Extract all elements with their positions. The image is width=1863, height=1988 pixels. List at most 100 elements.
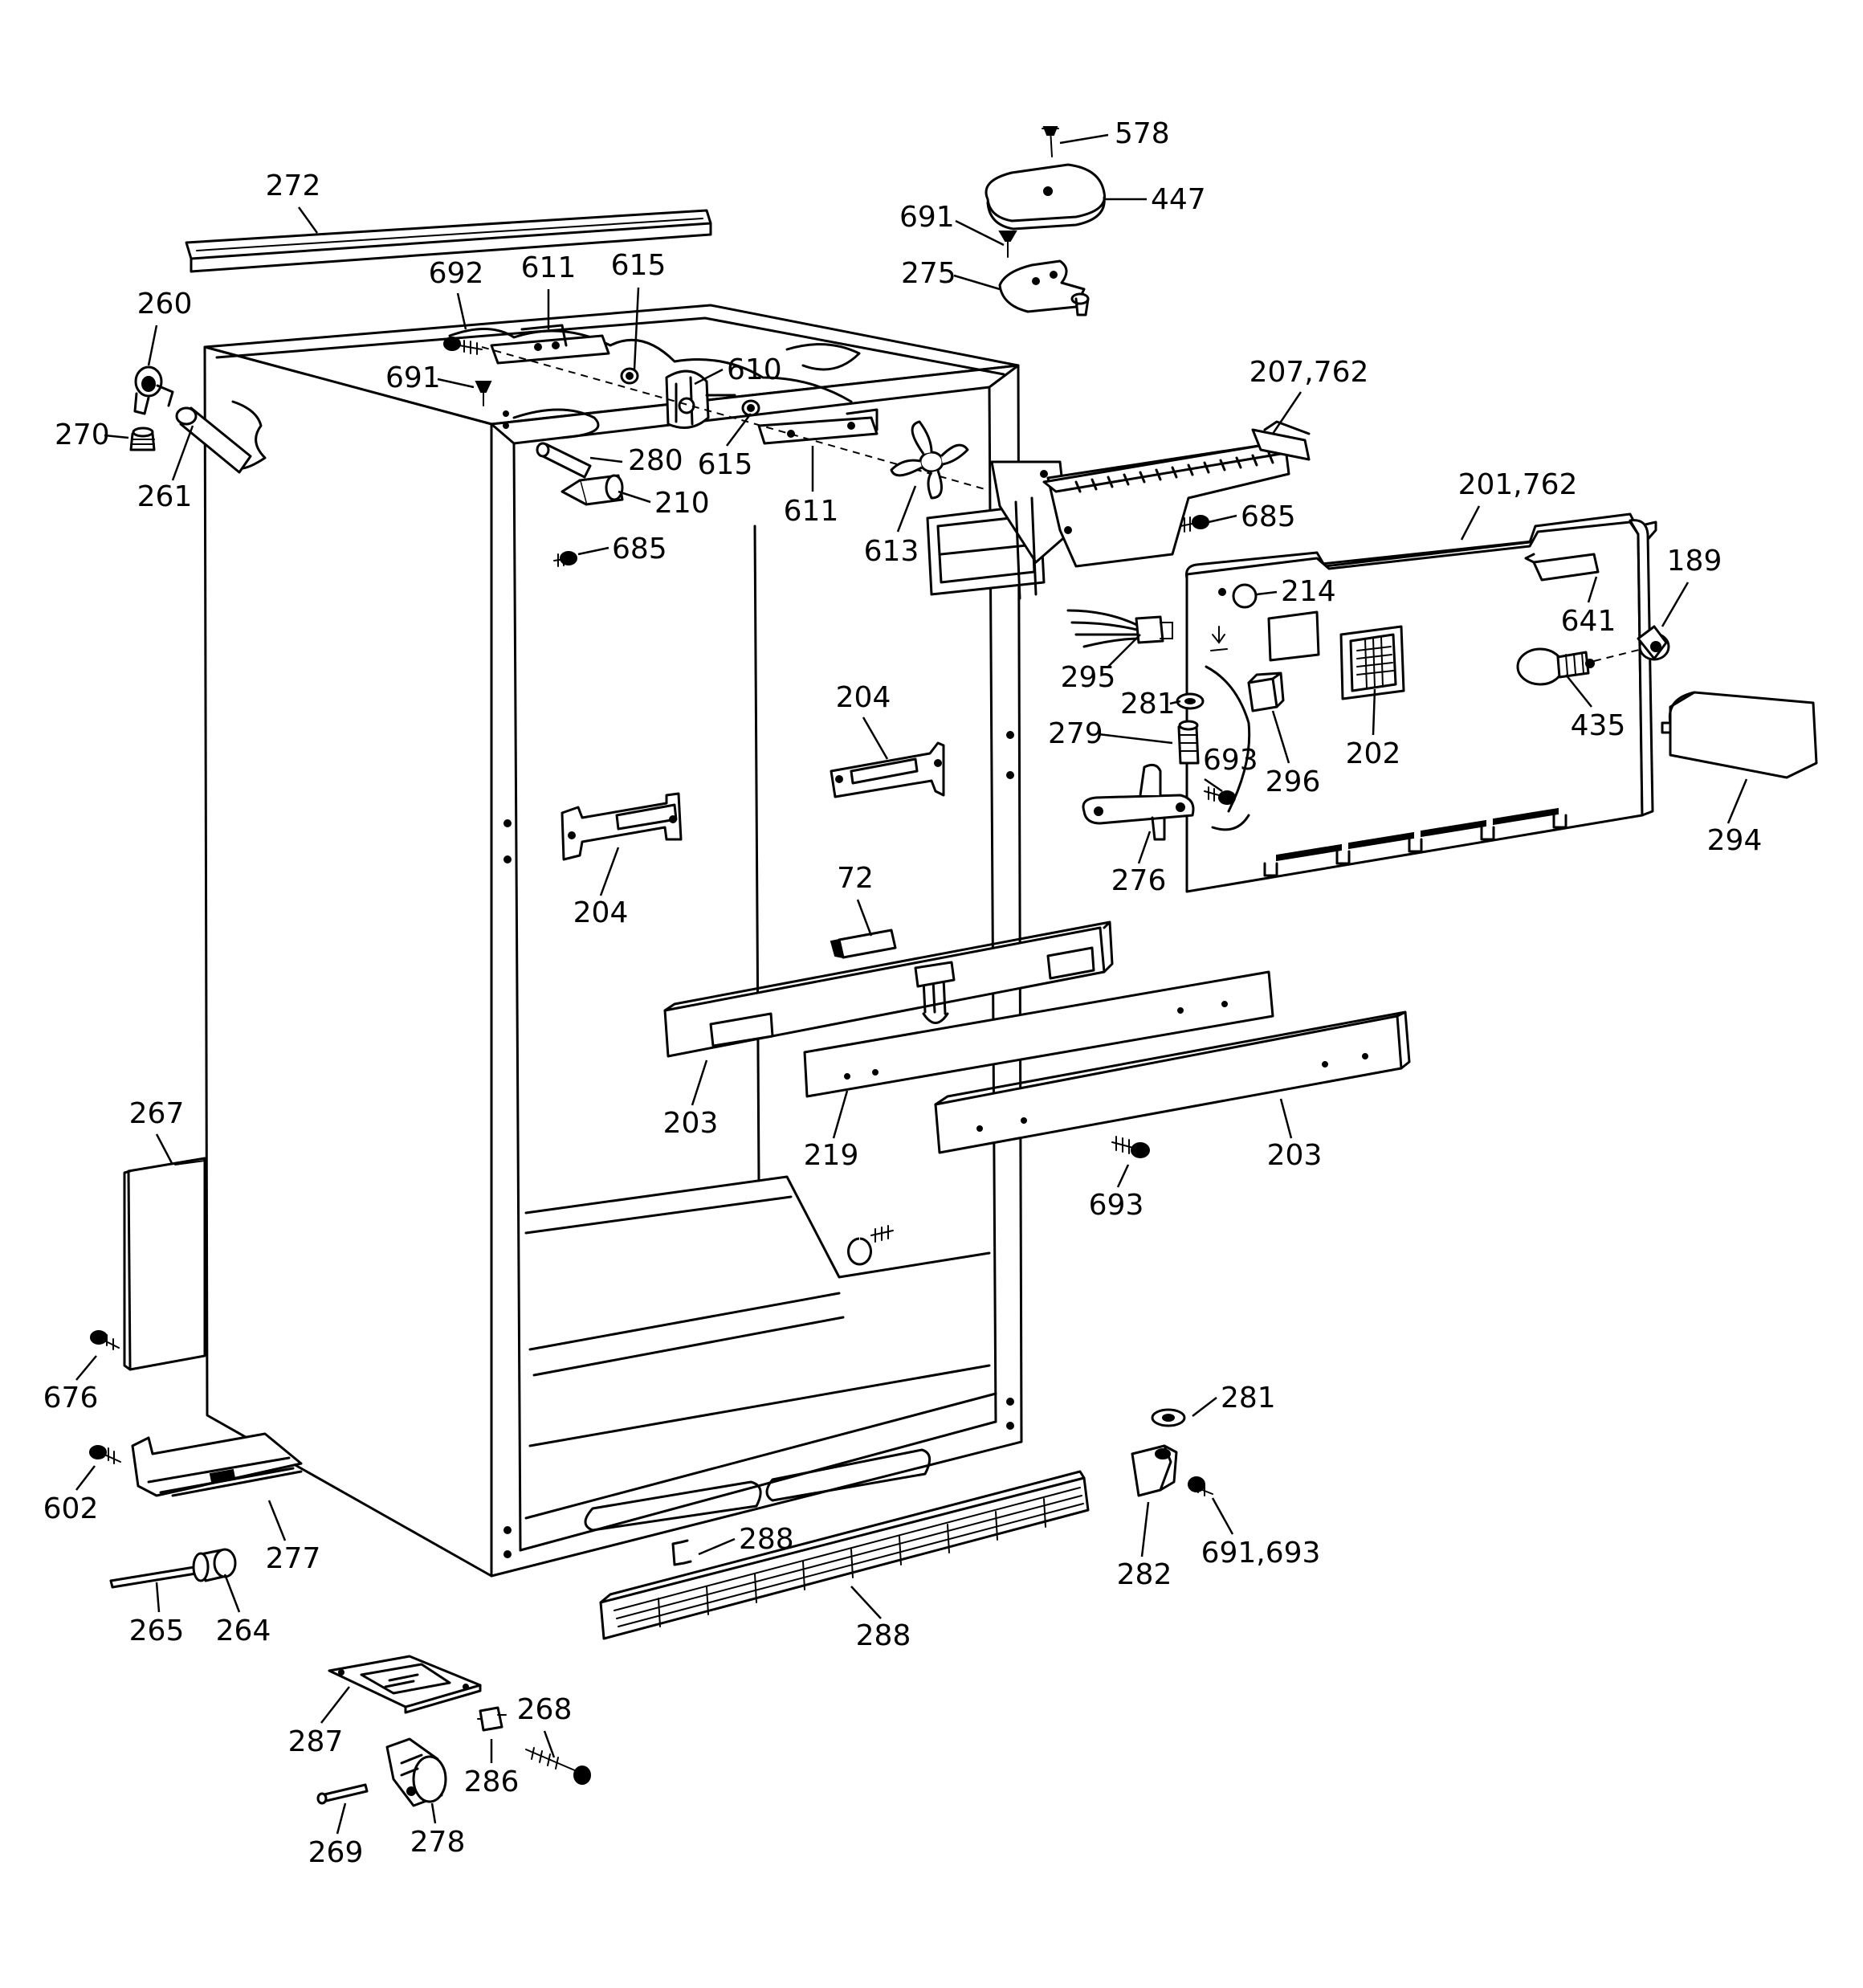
leader-line [430,1802,437,1824]
callout-288: 288 [698,1523,794,1556]
callout-214: 214 [1256,575,1336,608]
part-282-bracket [1131,1444,1178,1497]
leader-line [1169,700,1181,705]
part-number-label: 613 [864,535,919,568]
callout-613: 613 [864,485,919,568]
leader-line [1208,514,1237,524]
part-201-762-control-panel [1185,512,1657,893]
part-615-grommet [620,367,639,385]
part-number-label: 264 [216,1614,271,1647]
callout-685: 685 [577,533,667,565]
part-203-trim-lower [934,1010,1411,1154]
part-435-light-bulb [1516,647,1595,686]
part-number-label: 277 [266,1542,321,1575]
part-number-label: 641 [1561,605,1616,638]
leader-line [577,546,609,556]
callout-602: 602 [43,1465,98,1525]
callout-261: 261 [137,425,194,513]
part-269-pin [316,1783,369,1805]
callout-435: 435 [1565,674,1625,742]
leader-line [1107,634,1141,667]
part-number-label: 281 [1221,1382,1276,1414]
part-number-label: 294 [1707,824,1763,857]
part-281-washer-2 [1151,1408,1186,1427]
leader-line [862,716,889,760]
part-613-fan-blade [890,420,969,500]
callout-210: 210 [618,487,710,520]
leader-line [955,219,1005,247]
part-272-top-rail [185,209,712,273]
callout-691-693: 691,693 [1201,1497,1320,1570]
leader-line [1726,778,1748,824]
part-number-label: 282 [1117,1558,1172,1591]
callout-204: 204 [836,681,891,760]
leader-line [75,1465,96,1491]
part-287-roller-plate [328,1655,482,1714]
callout-277: 277 [266,1500,321,1575]
callout-693: 693 [1089,1164,1143,1222]
part-611-bracket [490,324,610,365]
callout-276: 276 [1111,831,1166,897]
part-number-label: 287 [288,1725,344,1758]
part-280-tube [536,442,592,479]
leader-line [633,287,640,370]
callout-288: 288 [850,1586,911,1652]
part-685-screw-right [1180,515,1209,533]
part-264-roller [192,1548,237,1582]
leader-line [1116,1164,1130,1188]
part-number-label: 72 [837,862,874,895]
leader-line [698,1537,736,1556]
callout-287: 287 [288,1686,350,1758]
leader-line [1460,505,1481,541]
leader-line [456,292,467,330]
part-number-label: 203 [663,1107,719,1140]
leader-line [147,325,158,366]
part-number-label: 219 [804,1139,859,1172]
part-number-label: 615 [611,249,667,282]
part-288-grille [599,1470,1090,1640]
callout-275: 275 [901,257,1001,291]
leader-line [896,485,917,533]
part-number-label: 279 [1048,717,1103,750]
cabinet [203,304,1023,1578]
part-number-label: 685 [612,533,667,565]
callout-260: 260 [137,288,193,366]
part-number-label: 296 [1266,765,1321,798]
leader-line [320,1686,350,1724]
part-number-label: 693 [1203,744,1258,777]
part-275-hinge [998,259,1090,316]
part-204-bracket-right [830,741,945,798]
part-number-label: 278 [410,1826,466,1859]
part-number-label: 261 [137,480,193,513]
leader-line [856,899,873,937]
part-281-washer [1176,692,1205,710]
part-294-light-cover [1661,691,1818,779]
callout-685: 685 [1208,500,1296,533]
callout-610: 610 [694,353,782,386]
part-693-screw-2 [1111,1136,1150,1158]
leader-line [589,456,623,463]
callout-268: 268 [517,1693,573,1758]
callout-203: 203 [663,1059,719,1140]
callout-202: 202 [1346,688,1400,770]
part-279-shaft [1177,720,1200,765]
callout-201-762: 201,762 [1458,468,1577,541]
part-295-wire-harness [1066,609,1173,648]
leader-line [223,1574,241,1613]
callout-691: 691 [385,361,475,394]
leader-line [618,490,651,504]
part-number-label: 260 [137,288,193,320]
part-number-label: 676 [43,1382,99,1414]
part-number-label: 578 [1115,117,1170,150]
part-number-label: 268 [517,1693,573,1726]
callout-265: 265 [129,1582,185,1647]
callout-295: 295 [1061,634,1141,694]
part-number-label: 265 [129,1614,185,1647]
part-278-roller [385,1737,447,1807]
part-204-bracket-left [561,792,683,861]
leader-line [832,1090,849,1139]
part-276-bracket [1082,763,1195,841]
part-number-label: 295 [1061,661,1116,694]
part-number-label: 615 [698,448,753,481]
callout-294: 294 [1707,778,1763,857]
